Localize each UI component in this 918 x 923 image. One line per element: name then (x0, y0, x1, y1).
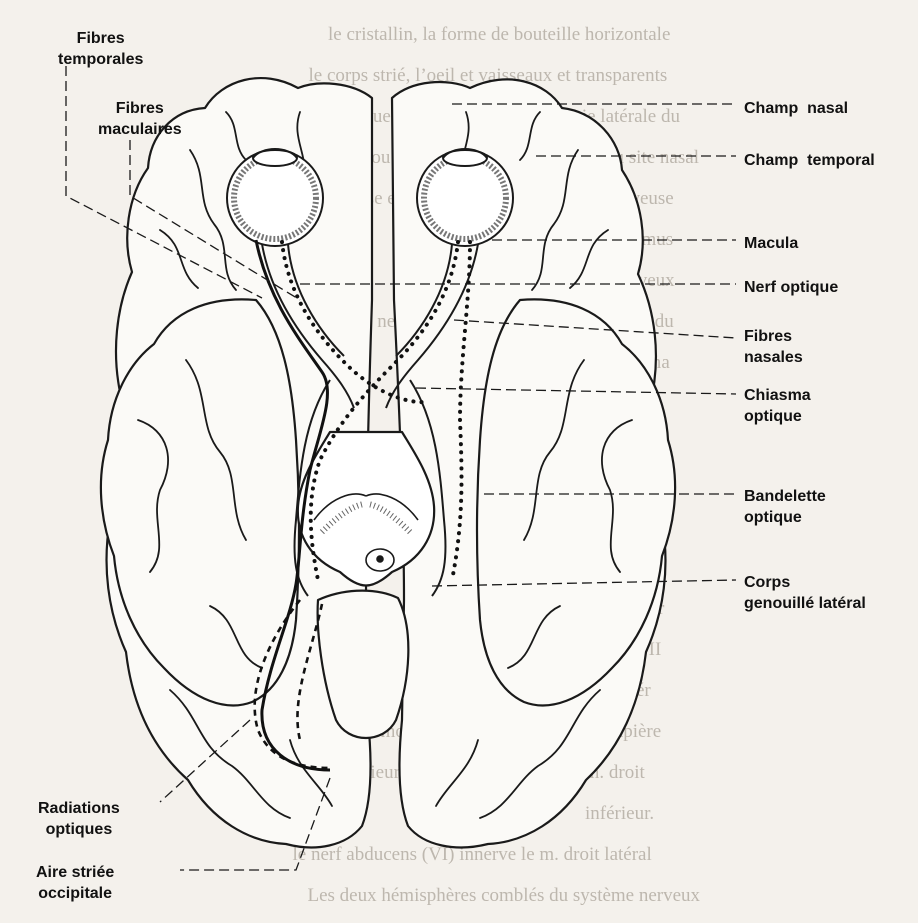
label-champ-nasal: Champ nasal (744, 98, 848, 119)
background-text-line: Les deux hémisphères comblés du système … (308, 885, 701, 906)
right-eye (417, 149, 513, 246)
background-text-line: le cristallin, la forme de bouteille hor… (328, 24, 670, 45)
label-nerf-optique: Nerf optique (744, 277, 838, 298)
label-champ-temporal: Champ temporal (744, 150, 875, 171)
label-fibres-temporales: Fibres temporales (58, 28, 143, 70)
label-fibres-maculaires: Fibres maculaires (98, 98, 182, 140)
label-macula: Macula (744, 233, 798, 254)
label-aire-striee: Aire striée occipitale (36, 862, 114, 904)
label-bandelette-optique: Bandelette optique (744, 486, 826, 528)
background-text-line: inférieur. (585, 803, 654, 824)
label-radiations-optiques: Radiations optiques (38, 798, 120, 840)
label-chiasma-optique: Chiasma optique (744, 385, 811, 427)
left-eye (227, 149, 323, 246)
label-fibres-nasales: Fibres nasales (744, 326, 803, 368)
label-corps-genouille: Corps genouillé latéral (744, 572, 866, 614)
